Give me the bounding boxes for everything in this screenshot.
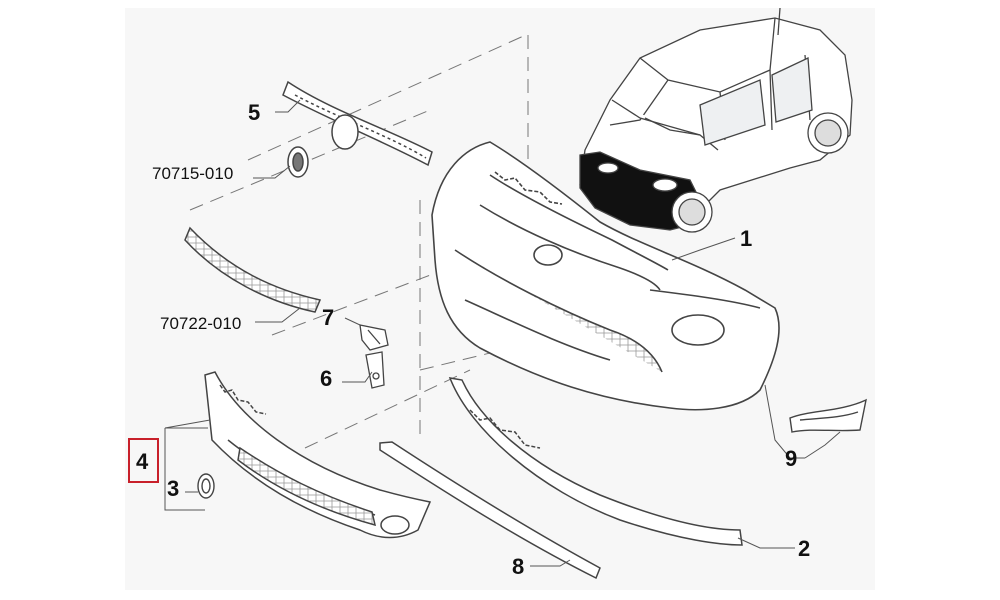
part-lower-spoiler — [448, 377, 743, 546]
callout-1: 1 — [740, 226, 753, 251]
callout-6: 6 — [320, 366, 333, 391]
callout-code-70722: 70722-010 — [160, 314, 242, 333]
part-bracket-6 — [365, 351, 385, 389]
part-tow-cap — [197, 473, 215, 499]
highlight-box — [128, 438, 159, 483]
callout-7: 7 — [322, 305, 335, 330]
callout-3: 3 — [167, 476, 180, 501]
part-front-badge — [287, 146, 309, 178]
part-grille-trim — [184, 226, 322, 313]
part-side-bracket — [789, 398, 867, 433]
callout-leader-lines — [164, 99, 841, 567]
car-reference-illustration — [579, 7, 853, 233]
callout-5: 5 — [248, 100, 261, 125]
callout-code-70715: 70715-010 — [152, 164, 234, 183]
callout-2: 2 — [798, 536, 811, 561]
part-lower-grille — [204, 371, 432, 539]
callout-9: 9 — [785, 446, 798, 471]
part-upper-trim — [282, 80, 433, 167]
part-bracket-7 — [359, 324, 389, 351]
part-lower-strip — [379, 441, 601, 580]
callout-8: 8 — [512, 554, 525, 579]
callout-4: 4 — [136, 449, 149, 474]
part-front-bumper-cover — [431, 141, 780, 411]
